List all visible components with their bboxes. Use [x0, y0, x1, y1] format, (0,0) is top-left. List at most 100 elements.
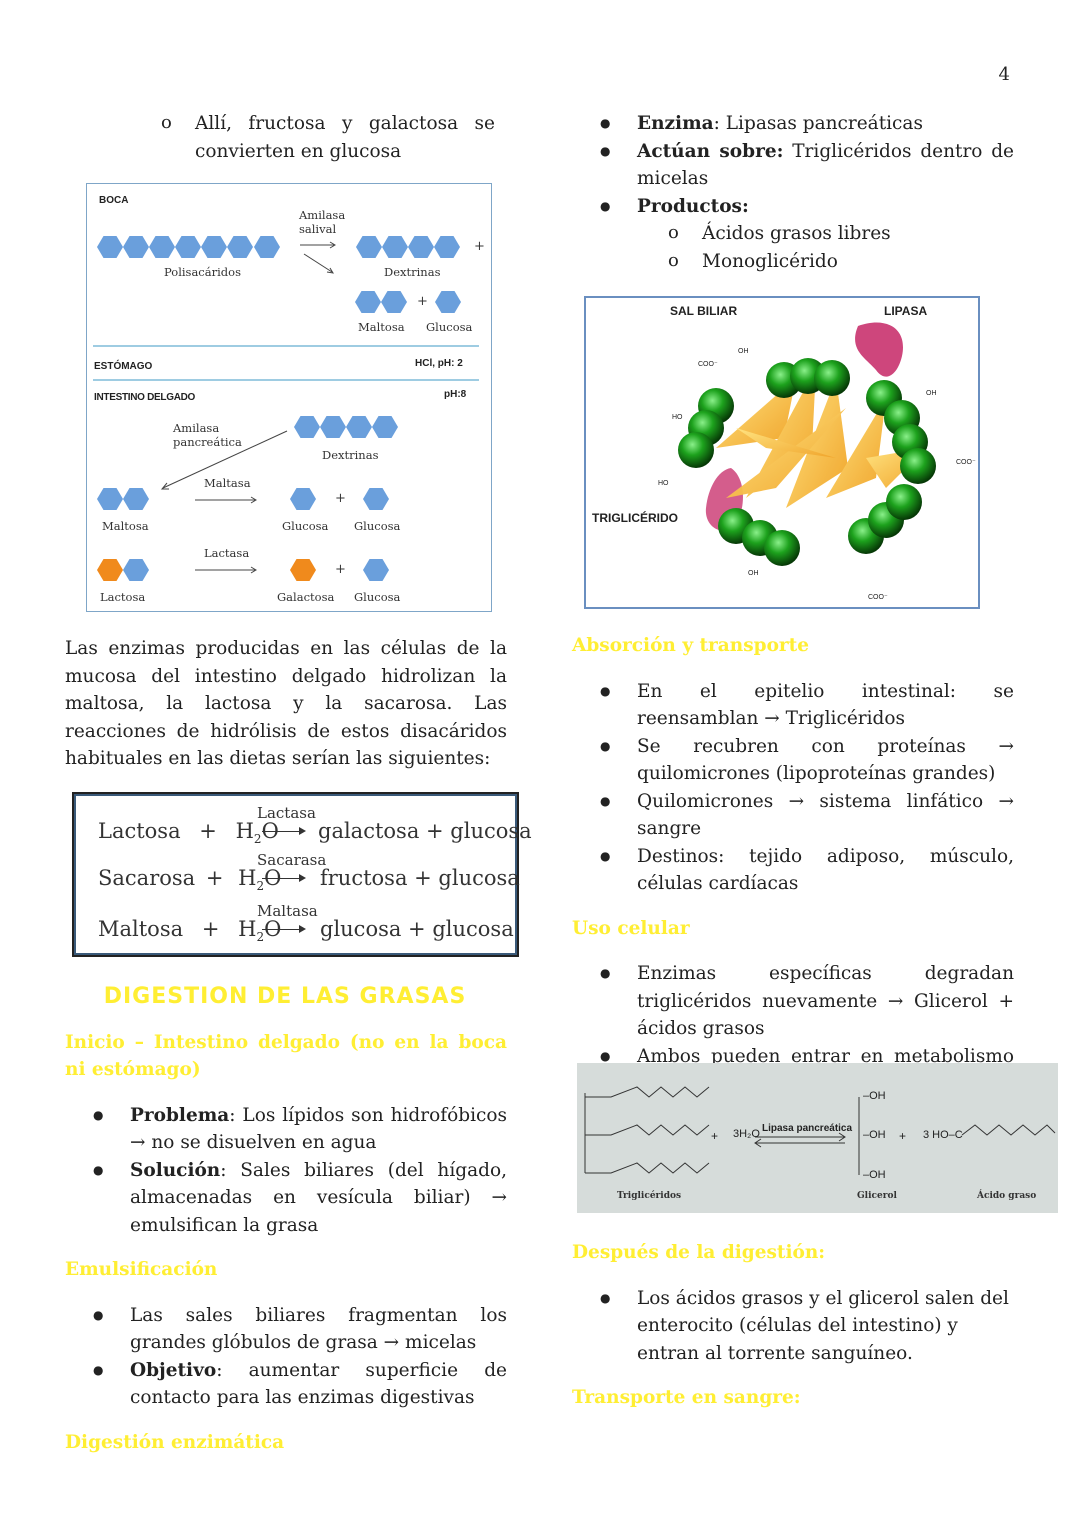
lipase-reaction-figure: 3H₂O Lipasa pancreática + –OH –OH –OH + … [577, 1063, 1058, 1213]
label-glucosa: Glucosa [282, 519, 329, 533]
label-sal-biliar: SAL BILIAR [670, 304, 738, 318]
subheading-transporte: Transporte en sangre: [572, 1387, 801, 1408]
label-glucosa: Glucosa [426, 320, 473, 334]
reaction-arrow [262, 874, 306, 882]
list-item: Problema: Los lípidos son hidrofóbicos →… [65, 1102, 507, 1157]
right-top-list: Enzima: Lipasas pancreáticas Actúan sobr… [572, 110, 1014, 275]
equation-row: Sacarosa + H2O [98, 866, 282, 894]
equation-row: Maltosa + H2O [98, 917, 282, 945]
label-lipasa: LIPASA [884, 304, 928, 318]
products: fructosa + glucosa [320, 866, 520, 890]
label-ho: HO [672, 414, 683, 421]
subheading-uso-celular: Uso celular [572, 917, 690, 939]
micelle-figure: SAL BILIAR LIPASA TRIGLICÉRIDO COO⁻ COO⁻… [584, 296, 980, 609]
subheading-absorcion: Absorción y transporte [572, 635, 809, 656]
equation-row: Lactosa + H2O [98, 819, 279, 847]
subheading-despues: Después de la digestión: [572, 1242, 826, 1263]
label-oh: OH [748, 570, 759, 577]
label-lipasa-pancreatica: Lipasa pancreática [762, 1123, 853, 1134]
left-top-list: Allí, fructosa y galactosa se convierten… [65, 109, 507, 165]
list-item: Enzima: Lipasas pancreáticas [572, 110, 1014, 138]
label-maltosa: Maltosa [358, 320, 405, 334]
label-oh: –OH [863, 1169, 886, 1181]
label-galactosa: Galactosa [277, 590, 335, 604]
label-coo: COO⁻ [868, 594, 888, 601]
subheading-inicio: Inicio – Intestino delgado (no en la boc… [65, 1031, 507, 1081]
label-dextrinas: Dextrinas [384, 265, 441, 279]
plus-sign: + [335, 491, 346, 506]
label-hcl: HCl, pH: 2 [415, 358, 463, 369]
list-item: Actúan sobre: Triglicéridos dentro de mi… [572, 138, 1014, 193]
label-amilasa-pancreatica: Amilasa pancreática [173, 421, 242, 449]
products: galactosa + glucosa [318, 819, 532, 843]
enzyme-label: Maltasa [257, 902, 318, 920]
list-item: Quilomicrones → sistema linfático → sang… [572, 788, 1014, 843]
list-item: Se recubren con proteínas → quilomicrone… [572, 733, 1014, 788]
subheading-digestion-enzimatica: Digestión enzimática [65, 1431, 285, 1453]
label-coo: COO⁻ [698, 361, 718, 368]
label-ho: 3 HO–C [923, 1129, 963, 1141]
list-item: Destinos: tejido adiposo, músculo, célul… [572, 843, 1014, 898]
page-number: 4 [998, 64, 1010, 85]
list-item: Monoglicérido [572, 247, 1014, 276]
label-trigliceridos: Triglicéridos [617, 1191, 682, 1201]
plus-sign: + [417, 294, 428, 309]
label-ph8: pH:8 [444, 389, 467, 400]
list-item: Allí, fructosa y galactosa se convierten… [65, 109, 495, 165]
substrate: Lactosa [98, 819, 181, 843]
water: H2O [235, 819, 279, 847]
list-item: En el epitelio intestinal: se reensambla… [572, 678, 1014, 733]
label-coo: COO⁻ [956, 459, 976, 466]
label-ho: HO [658, 480, 669, 487]
label-lactosa: Lactosa [100, 590, 146, 604]
label-glicerol: Glicerol [857, 1191, 897, 1201]
label-oh: OH [926, 390, 937, 397]
carbohydrate-diagram [93, 236, 479, 581]
enzyme-label: Sacarasa [257, 851, 327, 869]
lipase-reaction-diagram [584, 1086, 1056, 1175]
label-intestino-delgado: INTESTINO DELGADO [94, 392, 196, 403]
label-water: 3H₂O [733, 1128, 760, 1140]
enzyme-label: Lactasa [257, 804, 316, 822]
carbohydrate-digestion-figure: BOCA Amilasa salival + Polisacáridos Dex… [86, 183, 492, 612]
label-amilasa-salival: Amilasa salival [299, 208, 346, 236]
label-glucosa: Glucosa [354, 519, 401, 533]
plus-sign: + [335, 562, 346, 577]
list-item: Enzimas específicas degradan triglicérid… [572, 960, 1014, 1043]
reaction-arrow [262, 827, 306, 835]
label-oh: –OH [863, 1129, 886, 1141]
list-item: Objetivo: aumentar superficie de contact… [65, 1357, 507, 1412]
list-item: Los ácidos grasos y el glicerol salen de… [572, 1285, 1014, 1368]
hydrolysis-equations-box: Lactosa + H2O Lactasa galactosa + glucos… [72, 792, 532, 957]
label-estomago: ESTÓMAGO [94, 361, 153, 372]
list-item: Solución: Sales biliares (del hígado, al… [65, 1157, 507, 1240]
left-paragraph-block: Las enzimas producidas en las células de… [65, 635, 507, 773]
plus-sign: + [899, 1129, 907, 1143]
label-boca: BOCA [99, 195, 129, 206]
absorption-section: Absorción y transporte En el epitelio in… [572, 632, 1014, 1098]
subheading-emulsificacion: Emulsificación [65, 1259, 218, 1280]
list-item: Productos: [572, 193, 1014, 221]
label-dextrinas: Dextrinas [322, 448, 379, 462]
micelle-illustration [678, 322, 936, 566]
label-maltosa: Maltosa [102, 519, 149, 533]
label-oh: OH [738, 348, 749, 355]
section-title: DIGESTION DE LAS GRASAS [103, 984, 467, 1009]
list-item: Las sales biliares fragmentan los grande… [65, 1302, 507, 1357]
substrate: Maltosa [98, 917, 184, 941]
label-polisacaridos: Polisacáridos [164, 265, 241, 279]
label-triglicerido: TRIGLICÉRIDO [592, 511, 678, 525]
after-digestion-section: Después de la digestión: Los ácidos gras… [572, 1239, 1014, 1412]
substrate: Sacarosa [98, 866, 196, 890]
label-lactasa: Lactasa [204, 546, 250, 560]
plus-sign: + [474, 239, 485, 254]
plus-sign: + [711, 1129, 719, 1143]
label-maltasa: Maltasa [204, 476, 251, 490]
label-glucosa: Glucosa [354, 590, 401, 604]
products: glucosa + glucosa [320, 917, 514, 941]
reaction-arrow [262, 925, 306, 933]
list-item: Ácidos grasos libres [572, 219, 1014, 248]
paragraph: Las enzimas producidas en las células de… [65, 638, 507, 769]
label-acido-graso: Ácido graso [977, 1191, 1037, 1201]
fats-section: DIGESTION DE LAS GRASAS Inicio – Intesti… [65, 983, 507, 1456]
